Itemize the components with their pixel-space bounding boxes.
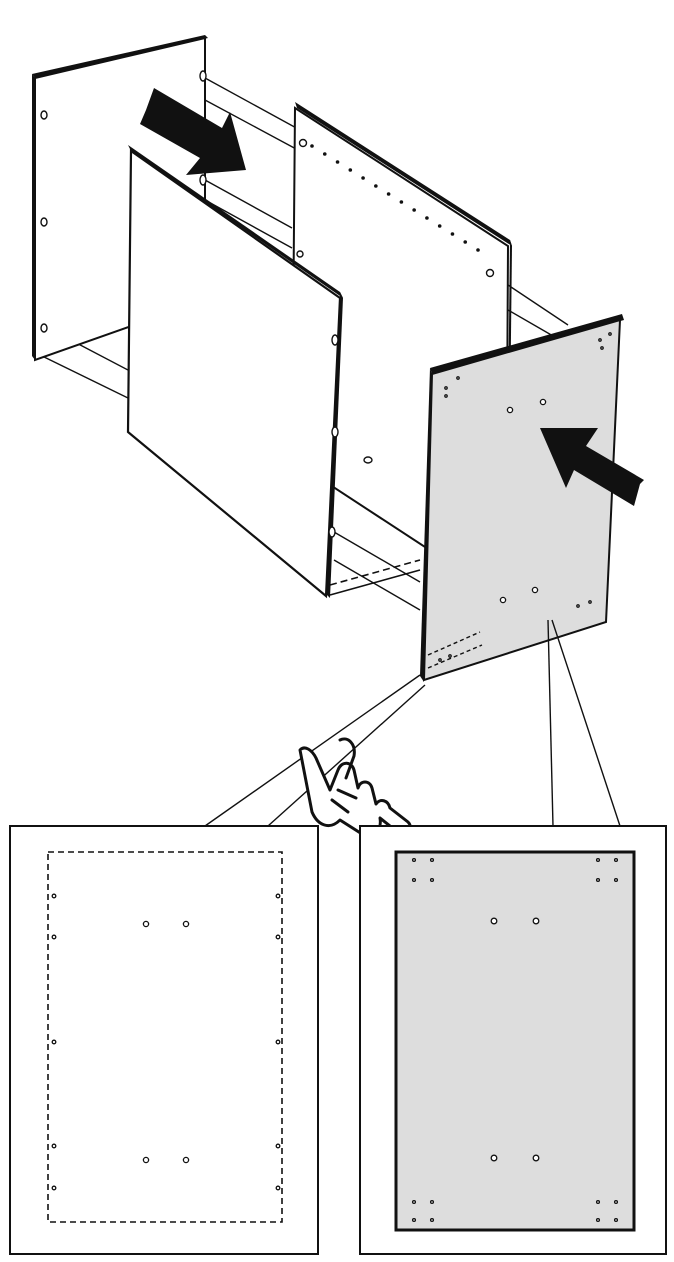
hole-dot bbox=[386, 192, 391, 196]
detail-inner-face-outline bbox=[47, 851, 283, 1223]
hole bbox=[490, 917, 498, 925]
hole-dot bbox=[613, 1199, 619, 1205]
hole-dot bbox=[613, 1217, 619, 1223]
hole bbox=[182, 1156, 190, 1164]
hole-dot bbox=[429, 1199, 435, 1205]
hole bbox=[182, 920, 190, 928]
hole-dot bbox=[429, 1217, 435, 1223]
right-panel-holes bbox=[438, 332, 612, 662]
hole-dot bbox=[476, 248, 480, 252]
hole-dot bbox=[588, 600, 592, 604]
hole-dot bbox=[595, 1217, 601, 1223]
hole-dot bbox=[348, 168, 353, 172]
hole-dot bbox=[444, 394, 448, 398]
hole bbox=[531, 586, 539, 594]
detail-inner-face bbox=[9, 825, 319, 1255]
hole-dot bbox=[598, 338, 602, 342]
detail-outer-face bbox=[359, 825, 667, 1255]
hole-dot bbox=[335, 160, 340, 164]
hole-dot bbox=[613, 857, 619, 863]
hole-dot bbox=[411, 877, 417, 883]
hole bbox=[142, 1156, 150, 1164]
hole bbox=[506, 406, 514, 414]
hole-dot bbox=[613, 877, 619, 883]
hole-dot bbox=[51, 1039, 57, 1045]
hole-dot bbox=[437, 224, 442, 228]
hole-dot bbox=[425, 216, 429, 220]
hole-dot bbox=[275, 1185, 281, 1191]
front-panel-being-inserted bbox=[126, 145, 421, 599]
hole-dot bbox=[450, 232, 455, 236]
hole-dot bbox=[429, 877, 435, 883]
insert-direction-arrow-right bbox=[540, 428, 644, 506]
hole bbox=[490, 1154, 498, 1162]
hole-dot bbox=[444, 386, 448, 390]
hole-dot bbox=[463, 240, 468, 244]
hole-dot bbox=[438, 658, 442, 662]
hole-dot bbox=[608, 332, 612, 336]
hole-dot bbox=[275, 934, 281, 940]
hole-dot bbox=[322, 152, 327, 156]
hole bbox=[539, 398, 547, 406]
pointing-hand-icon bbox=[298, 737, 412, 838]
hole-dot bbox=[595, 877, 601, 883]
insert-direction-arrow-left bbox=[140, 88, 246, 175]
hole-dot bbox=[275, 1143, 281, 1149]
hole-dot bbox=[310, 144, 314, 148]
hole-dot bbox=[412, 208, 416, 212]
hole-dot bbox=[275, 1039, 281, 1045]
hole-dot bbox=[51, 934, 57, 940]
hole-dot bbox=[51, 893, 57, 899]
hole-dot bbox=[595, 1199, 601, 1205]
hole-dot bbox=[595, 857, 601, 863]
hole-dot bbox=[51, 1185, 57, 1191]
hole bbox=[532, 917, 540, 925]
hole-dot bbox=[600, 346, 604, 350]
hole-dot bbox=[275, 893, 281, 899]
right-side-panel bbox=[420, 314, 624, 682]
hole bbox=[142, 920, 150, 928]
hole-dot bbox=[361, 176, 365, 180]
hole-dot bbox=[448, 654, 452, 658]
hole-dot bbox=[576, 604, 580, 608]
hole-dot bbox=[456, 376, 460, 380]
hole bbox=[499, 596, 507, 604]
hole-dot bbox=[51, 1143, 57, 1149]
hole-dot bbox=[411, 1217, 417, 1223]
hole-dot bbox=[411, 857, 417, 863]
detail-outer-face-panel bbox=[394, 850, 636, 1232]
hole-dot bbox=[399, 200, 404, 204]
hole-dot bbox=[411, 1199, 417, 1205]
hole-row bbox=[310, 144, 480, 252]
hole-dot bbox=[429, 857, 435, 863]
hole-dot bbox=[374, 184, 378, 188]
hole bbox=[532, 1154, 540, 1162]
